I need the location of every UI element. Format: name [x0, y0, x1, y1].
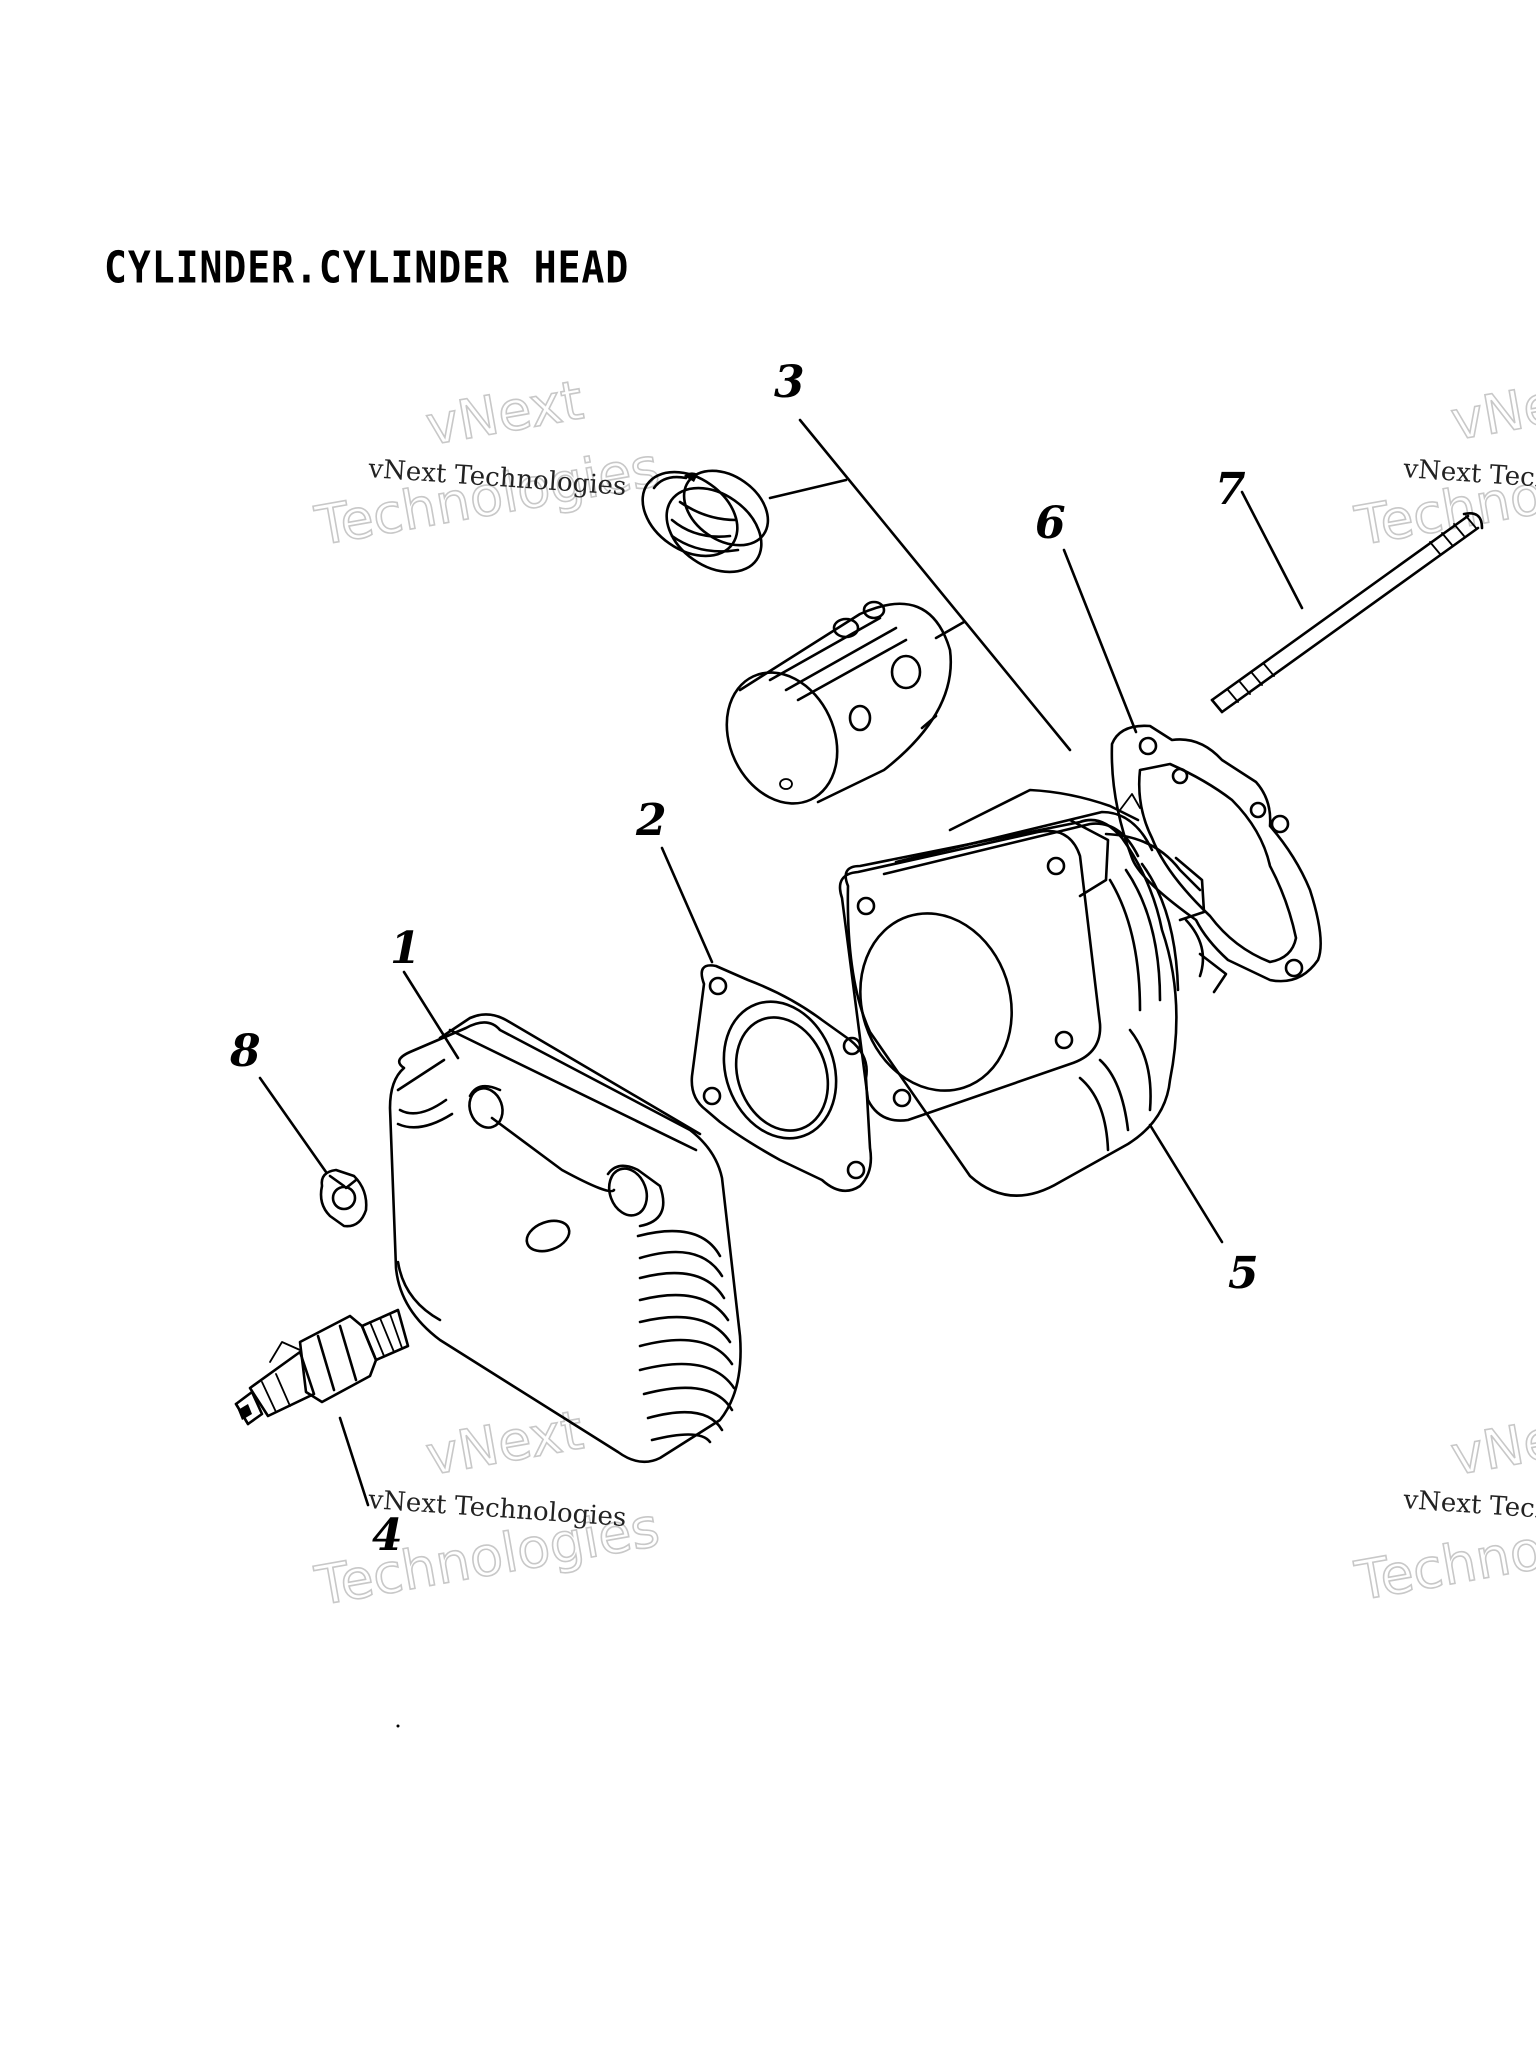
- callout-2: 2: [635, 795, 667, 846]
- leader-8: [258, 1076, 328, 1174]
- spark-plug: [234, 1308, 410, 1426]
- leader-6: [1062, 548, 1138, 734]
- leader-4: [338, 1416, 370, 1507]
- leader-lines: [258, 418, 1304, 1507]
- leader-2: [660, 846, 714, 964]
- leader-3-main: [798, 418, 1072, 752]
- watermark-bottom-left: vNext Technologies vNext Technologies: [310, 1398, 665, 1619]
- callout-3: 3: [774, 357, 805, 408]
- leader-1: [402, 970, 460, 1060]
- watermark-top-left: vNext Technologies vNext Technologies: [310, 368, 665, 559]
- base-gasket: [1110, 724, 1322, 983]
- callout-8: 8: [229, 1026, 261, 1077]
- leader-3-piston: [934, 620, 966, 640]
- svg-text:vNext: vNext: [421, 368, 587, 457]
- leader-3-rings: [768, 478, 848, 500]
- svg-text:Technologies: Technologies: [1350, 436, 1536, 558]
- watermark-top-right: vNext Technologies vNext Technologies: [1350, 363, 1536, 559]
- cylinder-head: [388, 1013, 742, 1464]
- callout-numbers: 1 2 3 4 5 6 7 8: [229, 357, 1259, 1561]
- callout-6: 6: [1035, 498, 1066, 549]
- diagram-title: CYLINDER.CYLINDER HEAD: [104, 242, 630, 293]
- leader-5: [1148, 1123, 1224, 1244]
- callout-7: 7: [1215, 464, 1246, 515]
- callout-1: 1: [390, 923, 421, 974]
- callout-5: 5: [1228, 1248, 1259, 1299]
- head-gasket: [690, 964, 873, 1193]
- cylinder: [838, 788, 1228, 1197]
- leader-7: [1240, 490, 1304, 610]
- stud-bolt: [1210, 512, 1484, 714]
- svg-text:vNext: vNext: [1446, 1398, 1536, 1487]
- piston: [725, 600, 953, 805]
- callout-4: 4: [372, 1510, 403, 1561]
- watermark-bottom-right: vNext Technologies vNext Technologies: [1350, 1398, 1536, 1614]
- stray-dot: [396, 1724, 400, 1728]
- svg-text:vNext: vNext: [1446, 363, 1536, 452]
- nut: [319, 1168, 368, 1228]
- svg-text:vNext: vNext: [421, 1398, 587, 1487]
- piston-rings: [641, 469, 770, 574]
